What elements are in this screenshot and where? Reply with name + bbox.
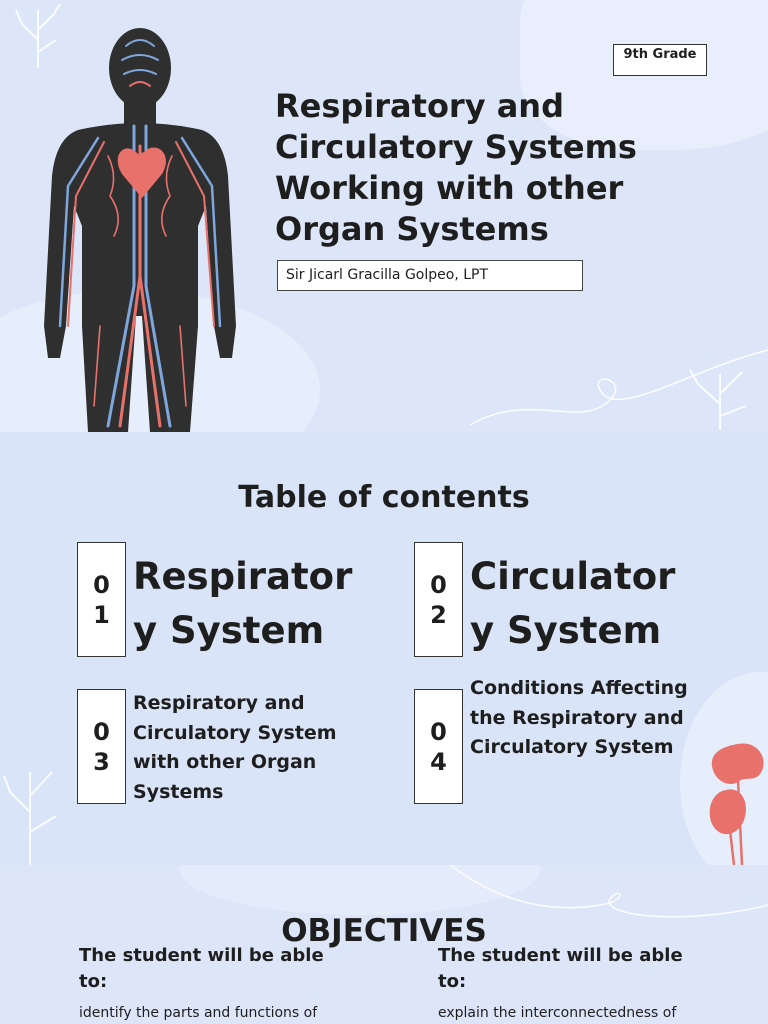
wave-line-decoration xyxy=(470,349,768,426)
toc-number: 04 xyxy=(430,717,447,776)
wave-line-decoration xyxy=(450,865,768,918)
objective-heading: The student will be able to: xyxy=(79,945,324,992)
toc-item-label: Respiratory System xyxy=(133,555,353,652)
grade-badge: 9th Grade xyxy=(613,44,707,76)
toc-item-label: Respiratory and Circulatory System with … xyxy=(133,692,337,803)
toc-number-box: 04 xyxy=(414,689,463,804)
toc-number-box: 02 xyxy=(414,542,463,657)
objective-text: explain the interconnectedness of xyxy=(438,1005,677,1021)
toc-item-label: Circulatory System xyxy=(470,555,676,652)
human-circulatory-illustration xyxy=(44,28,236,432)
toc-number: 01 xyxy=(93,570,110,629)
toc-item-label: Conditions Affecting the Respiratory and… xyxy=(470,677,688,758)
coral-decoration-icon xyxy=(689,369,747,430)
objectives-slide: OBJECTIVES The student will be able to: … xyxy=(0,865,768,1024)
coral-decoration-icon xyxy=(3,771,57,865)
presentation-title: Respiratory and Circulatory Systems Work… xyxy=(275,87,637,248)
objectives-heading: OBJECTIVES xyxy=(281,913,487,949)
toc-number: 03 xyxy=(93,717,110,776)
toc-number-box: 01 xyxy=(77,542,126,657)
table-of-contents-slide: Table of contents 01 Respiratory System … xyxy=(0,432,768,865)
kidney-illustration xyxy=(709,743,764,865)
coral-decoration-icon xyxy=(15,3,61,68)
toc-heading: Table of contents xyxy=(238,480,530,515)
toc-number-box: 03 xyxy=(77,689,126,804)
toc-number: 02 xyxy=(430,570,447,629)
objective-text: identify the parts and functions of xyxy=(79,1005,318,1021)
objective-heading: The student will be able to: xyxy=(438,945,683,992)
author-name-box: Sir Jicarl Gracilla Golpeo, LPT xyxy=(277,260,583,291)
title-slide: 9th Grade Respiratory and Circulatory Sy… xyxy=(0,0,768,432)
